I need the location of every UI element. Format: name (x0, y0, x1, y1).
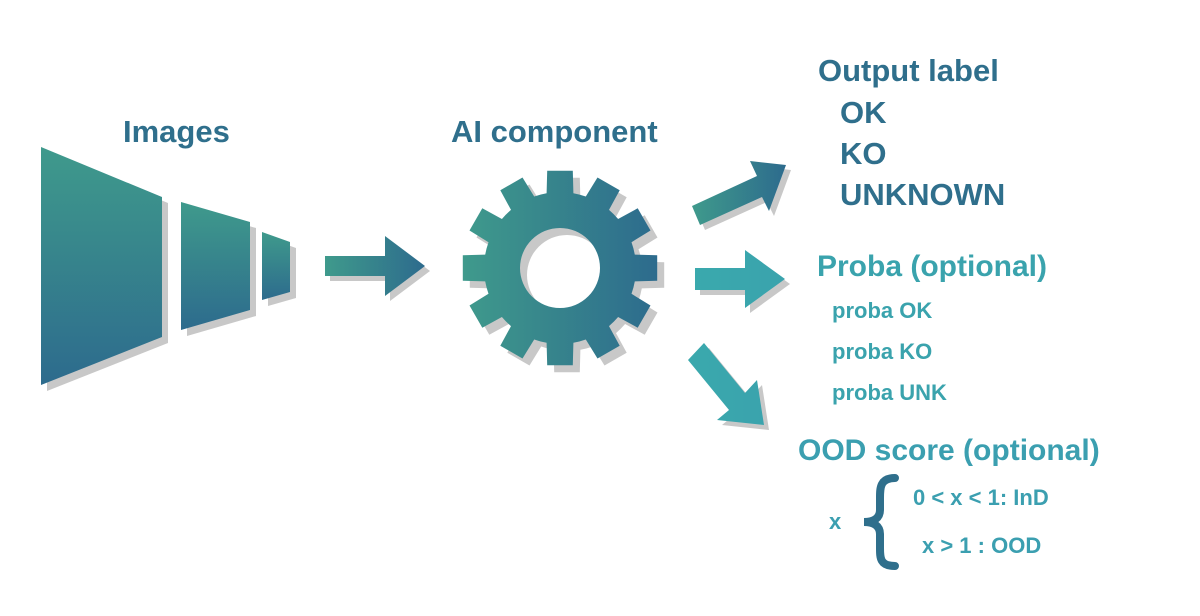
arrow-down-right-icon (688, 343, 769, 430)
proba-unk: proba UNK (832, 380, 947, 405)
ood-variable: x (829, 509, 842, 534)
image-panel-small (262, 232, 290, 300)
proba-ok: proba OK (832, 298, 933, 323)
output-label-ko: KO (840, 136, 887, 171)
output-label-unknown: UNKNOWN (840, 177, 1006, 212)
ood-title: OOD score (optional) (798, 434, 1100, 467)
images-title: Images (123, 114, 230, 149)
image-panel-medium (181, 202, 250, 330)
output-label-ok: OK (840, 95, 887, 130)
curly-brace-icon (863, 474, 899, 570)
arrow-right-icon (325, 236, 430, 301)
ood-case-ood: x > 1 : OOD (922, 533, 1042, 558)
proba-title: Proba (optional) (817, 250, 1047, 283)
ood-case-ind: 0 < x < 1: InD (913, 485, 1049, 510)
proba-ko: proba KO (832, 339, 933, 364)
image-stack-icon (41, 147, 296, 391)
output-label-title: Output label (818, 53, 999, 88)
gear-icon (462, 170, 665, 373)
ai-component-title: AI component (451, 114, 658, 149)
arrow-right-teal-icon (695, 250, 790, 313)
arrow-up-right-icon (692, 161, 791, 230)
image-panel-large (41, 147, 162, 385)
